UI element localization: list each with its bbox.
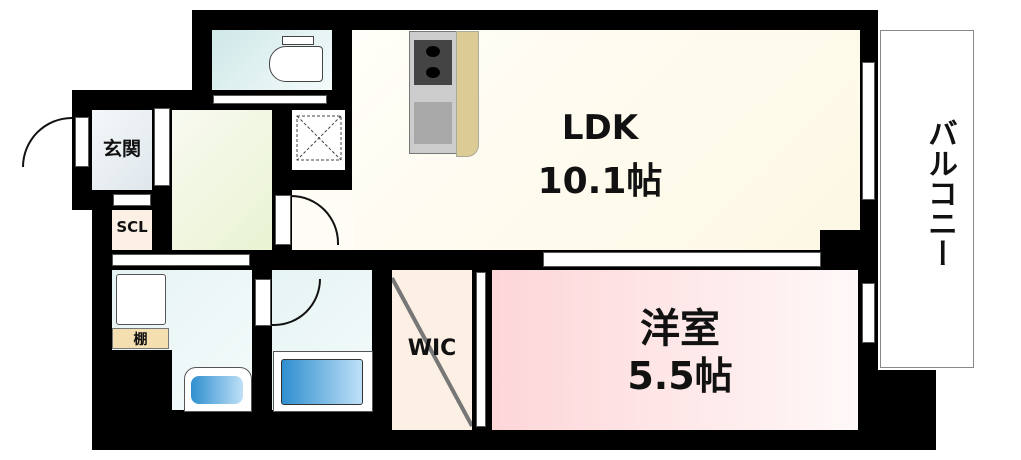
bathtub-icon: [273, 351, 373, 412]
kitchen: [409, 31, 457, 154]
wic-label: WIC: [407, 336, 457, 361]
washroom-sliding-door[interactable]: [112, 254, 250, 266]
western-room-window[interactable]: [862, 283, 875, 343]
stove-icon: [414, 40, 452, 85]
front-door[interactable]: [75, 117, 89, 167]
hallway-door[interactable]: [154, 108, 170, 186]
wic: [390, 270, 474, 430]
sink-icon: [414, 102, 452, 144]
washing-machine-pan-icon: [116, 274, 166, 325]
shoe-closet-door[interactable]: [113, 194, 151, 206]
scl-label: SCL: [116, 218, 148, 236]
shelf-label: 棚: [133, 332, 148, 348]
ldk-size: 10.1帖: [537, 161, 663, 202]
washbasin-icon: [184, 367, 252, 412]
balcony-label: バルコニー: [922, 118, 957, 268]
kitchen-counter: [456, 31, 479, 157]
wic-sliding-door[interactable]: [476, 272, 486, 427]
scl: [112, 210, 152, 250]
ldk-label: LDK: [561, 108, 639, 148]
ldk-door[interactable]: [275, 195, 291, 245]
western-room-label: 洋室: [640, 306, 720, 352]
western-room: [492, 270, 858, 430]
toilet-panel: [282, 36, 314, 45]
toilet-sliding-door[interactable]: [213, 95, 327, 104]
wall: [820, 230, 865, 255]
toilet-room: [212, 30, 332, 90]
balcony-inner: [880, 30, 974, 368]
pipe-space-icon: [292, 110, 345, 170]
ldk-window[interactable]: [862, 62, 875, 200]
hallway: [172, 110, 272, 250]
toilet-icon: [269, 46, 323, 82]
wall: [112, 350, 172, 410]
entrance: [92, 110, 152, 190]
bathroom-door[interactable]: [255, 279, 271, 326]
ldk-bedroom-sliding-door[interactable]: [543, 252, 821, 267]
entrance-label: 玄関: [102, 138, 141, 160]
western-room-size: 5.5帖: [627, 354, 733, 398]
shelf: [112, 328, 169, 349]
front-door-swing: [22, 117, 72, 167]
